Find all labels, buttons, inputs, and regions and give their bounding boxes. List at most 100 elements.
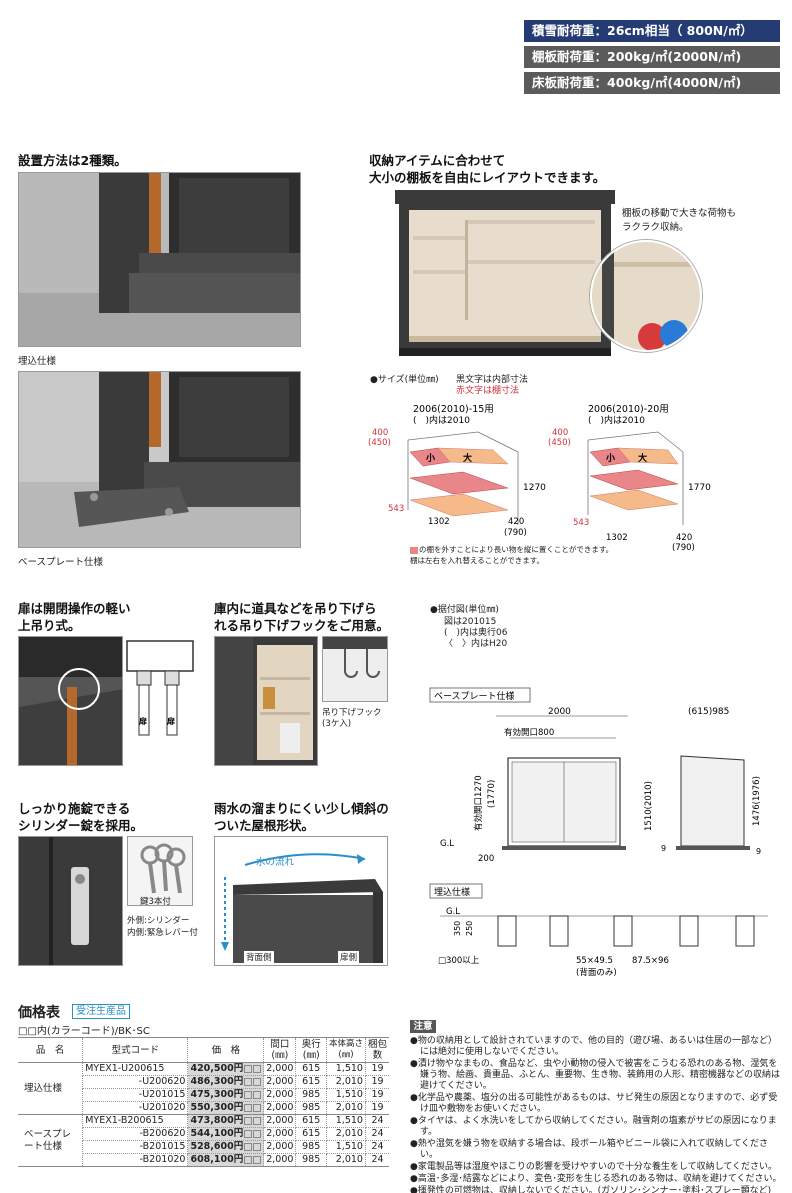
depth-cell: 615: [295, 1127, 327, 1141]
height-cell: 1,510: [326, 1114, 366, 1128]
d15-1302: 1302: [428, 517, 450, 527]
size-legend-black: 黒文字は内部寸法: [456, 375, 529, 385]
shelf-closeup-circle: [590, 240, 702, 352]
th-price: 価 格: [187, 1037, 265, 1063]
color-code-box: [253, 1129, 262, 1138]
height-cell: 2,010: [326, 1127, 366, 1141]
th-count: 梱包 数: [365, 1037, 389, 1063]
install-drawing: ベースプレート仕様 2000 有効開口800 有効開口1270 (1770) G…: [426, 686, 778, 986]
d15-420: 420: [508, 517, 524, 527]
model-code-text: -B201020: [139, 1154, 186, 1165]
list-item: ●揮発性の可燃物は、収納しないでください。(ガソリン･シンナー･塗料･スプレー類…: [410, 1186, 772, 1193]
lock-photo: [18, 836, 123, 966]
width-cell: 2,000: [263, 1153, 297, 1167]
d20-height: 1770: [688, 483, 711, 493]
count-cell: 19: [365, 1101, 389, 1115]
color-code-box: [253, 1103, 262, 1112]
model-code: -B200620: [82, 1127, 189, 1141]
color-code-note: □□内(カラーコード)/BK･SC: [18, 1026, 150, 1037]
depth-cell-text: 615: [302, 1076, 321, 1087]
door-label-right: 扉: [166, 716, 175, 726]
lock-caption-2: 内側:緊急レバー付: [127, 928, 198, 938]
width-cell-text: 2,000: [266, 1128, 294, 1139]
price-cell-text: 420,500円: [190, 1063, 244, 1074]
made-to-order-badge: 受注生産品: [72, 1004, 130, 1019]
model-code-text: MYEX1-U200615: [85, 1063, 165, 1074]
width-cell-text: 2,000: [266, 1141, 294, 1152]
width-cell-text: 2,000: [266, 1154, 294, 1165]
price-cell-text: 486,300円: [190, 1076, 244, 1087]
baseplate-photo: [18, 371, 301, 548]
spec-floor-load: 床板耐荷重：400kg/㎡(4000N/㎡): [524, 72, 780, 94]
width-cell: 2,000: [263, 1075, 297, 1089]
color-code-box: [253, 1064, 262, 1073]
model-code: MYEX1-U200615: [82, 1062, 189, 1076]
size-legend-label: ●サイズ(単位㎜): [370, 375, 439, 385]
depth-cell: 985: [295, 1101, 327, 1115]
hook-caption-1: 吊り下げフック: [322, 708, 382, 718]
list-item: ●化学品や農薬、塩分の出る可能性があるものは、サビ発生の原因となりますので、必ず…: [410, 1093, 778, 1114]
lock-caption-1: 外側:シリンダー: [127, 916, 190, 926]
color-code-box: [253, 1142, 262, 1151]
color-code-box: [244, 1155, 253, 1164]
price-cell: 475,300円: [187, 1088, 265, 1102]
embed-photo: [18, 172, 301, 347]
hook-closeup-photo: [322, 636, 388, 702]
embed-caption: 埋込仕様: [18, 356, 57, 367]
height-cell-text: 2,010: [335, 1102, 363, 1113]
door-label-left: 扉: [138, 716, 147, 726]
dim-55-sub: (背面のみ): [576, 967, 617, 978]
list-item: ●物の収納用として設計されていますので、他の目的（遊び場、あるいは住居の一部など…: [410, 1036, 777, 1057]
d20-sub: ( )内は2010: [588, 414, 645, 426]
height-cell-text: 1,510: [335, 1141, 363, 1152]
install-fig-line1: 図は201015: [444, 617, 497, 627]
d15-790: (790): [504, 528, 527, 538]
list-item: ●家電製品等は湿度やほこりの影響を受けやすいので十分な養生をして収納してください…: [410, 1162, 778, 1172]
d20-790: (790): [672, 543, 695, 553]
lock-title-2: シリンダー錠を採用。: [18, 818, 144, 833]
color-code-box: [244, 1090, 253, 1099]
gl-label-2: G.L: [446, 907, 460, 917]
caution-title: 注意: [410, 1020, 436, 1033]
depth-cell: 985: [295, 1140, 327, 1154]
color-code-box: [244, 1103, 253, 1112]
install-title: 設置方法は2種類。: [18, 153, 127, 168]
count-cell-text: 24: [371, 1128, 384, 1139]
shelf-title-1: 収納アイテムに合わせて: [369, 153, 506, 168]
price-cell-text: 528,600円: [190, 1141, 244, 1152]
price-title: 価格表: [18, 1005, 60, 1021]
shelf-title-2: 大小の棚板を自由にレイアウトできます。: [369, 170, 606, 185]
color-code-box: [253, 1090, 262, 1099]
model-code-text: MYEX1-B200615: [85, 1115, 164, 1126]
depth-985: (615)985: [688, 707, 729, 717]
model-code: -B201020: [82, 1153, 189, 1167]
dim-250: 250: [465, 921, 474, 936]
roof-back-label: 背面側: [244, 951, 274, 963]
width-cell: 2,000: [263, 1101, 297, 1115]
color-code-box: [253, 1155, 262, 1164]
d20-large-label: 大: [638, 452, 647, 464]
d20-1302: 1302: [606, 533, 628, 543]
diagram-note-1-text: の棚を外すことにより長い物を縦に置くことができます。: [419, 545, 614, 554]
hook-caption-2: (3ケ入): [322, 719, 352, 729]
height-cell-text: 1,510: [335, 1115, 363, 1126]
price-cell: 544,100円: [187, 1127, 265, 1141]
install-fig-line2: ( )内は奥行06: [444, 628, 508, 638]
roof-photo: [214, 836, 388, 966]
dim-350: 350: [453, 921, 462, 936]
model-code: MYEX1-B200615: [82, 1114, 189, 1128]
base-label: ベースプレート仕様: [434, 690, 515, 702]
model-code: -U201020: [82, 1101, 189, 1115]
d20-small-label: 小: [605, 452, 615, 464]
width-cell: 2,000: [263, 1088, 297, 1102]
shelf-diagram-20: 2006(2010)-20用 ( )内は2010 小 大 400 (450) 1…: [548, 400, 748, 560]
price-cell-text: 544,100円: [190, 1128, 244, 1139]
th-code: 型式コード: [82, 1037, 189, 1063]
model-code-text: -U200620: [138, 1076, 186, 1087]
shelf-callout-1: 棚板の移動で大きな荷物も: [622, 208, 737, 219]
